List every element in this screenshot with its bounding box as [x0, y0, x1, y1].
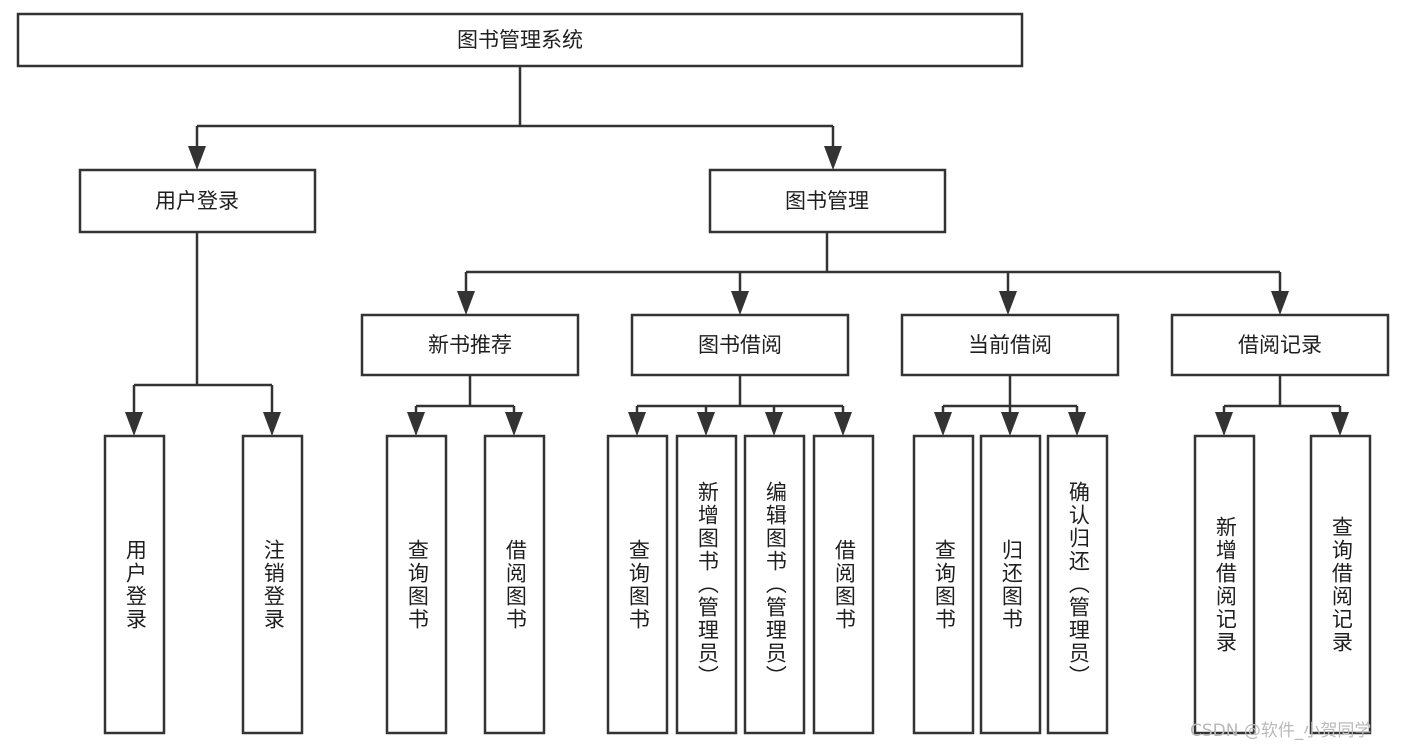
leaf-box-confirm-return[interactable] — [1046, 434, 1109, 735]
leaf-box-add-record[interactable] — [1193, 434, 1256, 735]
leaf-box-user-login[interactable] — [103, 434, 166, 735]
connector-user-login-to-leaves — [125, 232, 281, 436]
current-borrow-label: 当前借阅 — [968, 333, 1052, 357]
book-manage-label: 图书管理 — [785, 189, 869, 213]
user-login-label: 用户登录 — [155, 189, 239, 213]
node-borrow-record[interactable]: 借阅记录 — [1170, 313, 1390, 377]
leaf-box-user-logout[interactable] — [241, 434, 304, 735]
new-book-recommend-box — [360, 313, 580, 377]
node-user-login[interactable]: 用户登录 — [78, 168, 317, 234]
leaf-box-query-book-1[interactable] — [385, 434, 448, 735]
leaf-box-borrow-book-1[interactable] — [483, 434, 546, 735]
node-new-book-recommend[interactable]: 新书推荐 — [360, 313, 580, 377]
connector-book-manage-to-level3 — [457, 232, 1289, 315]
node-root[interactable]: 图书管理系统 — [16, 12, 1024, 68]
node-book-borrow[interactable]: 图书借阅 — [630, 313, 850, 377]
leaf-box-query-book-3[interactable] — [912, 434, 975, 735]
connector-book-borrow-to-leaves — [628, 375, 852, 436]
leaf-boxes — [103, 434, 1372, 735]
node-book-manage[interactable]: 图书管理 — [708, 168, 947, 234]
leaf-box-query-book-2[interactable] — [606, 434, 669, 735]
leaf-box-add-book[interactable] — [675, 434, 738, 735]
borrow-record-label: 借阅记录 — [1238, 333, 1322, 357]
csdn-watermark: CSDN @软件_小贺同学 — [1190, 721, 1372, 741]
leaf-box-edit-book[interactable] — [743, 434, 806, 735]
leaf-box-return-book[interactable] — [979, 434, 1042, 735]
connector-new-book-recommend-to-leaves — [407, 375, 523, 436]
connector-root-to-level2 — [188, 66, 842, 170]
leaf-box-query-record[interactable] — [1309, 434, 1372, 735]
root-box — [16, 12, 1024, 68]
connector-current-borrow-to-leaves — [934, 375, 1086, 436]
connector-borrow-record-to-leaves — [1215, 375, 1349, 436]
root-label: 图书管理系统 — [457, 28, 583, 52]
new-book-recommend-label: 新书推荐 — [428, 333, 512, 357]
book-borrow-label: 图书借阅 — [698, 333, 782, 357]
leaf-box-borrow-book-2[interactable] — [812, 434, 875, 735]
node-current-borrow[interactable]: 当前借阅 — [900, 313, 1120, 377]
user-login-box — [78, 168, 317, 234]
current-borrow-box — [900, 313, 1120, 377]
